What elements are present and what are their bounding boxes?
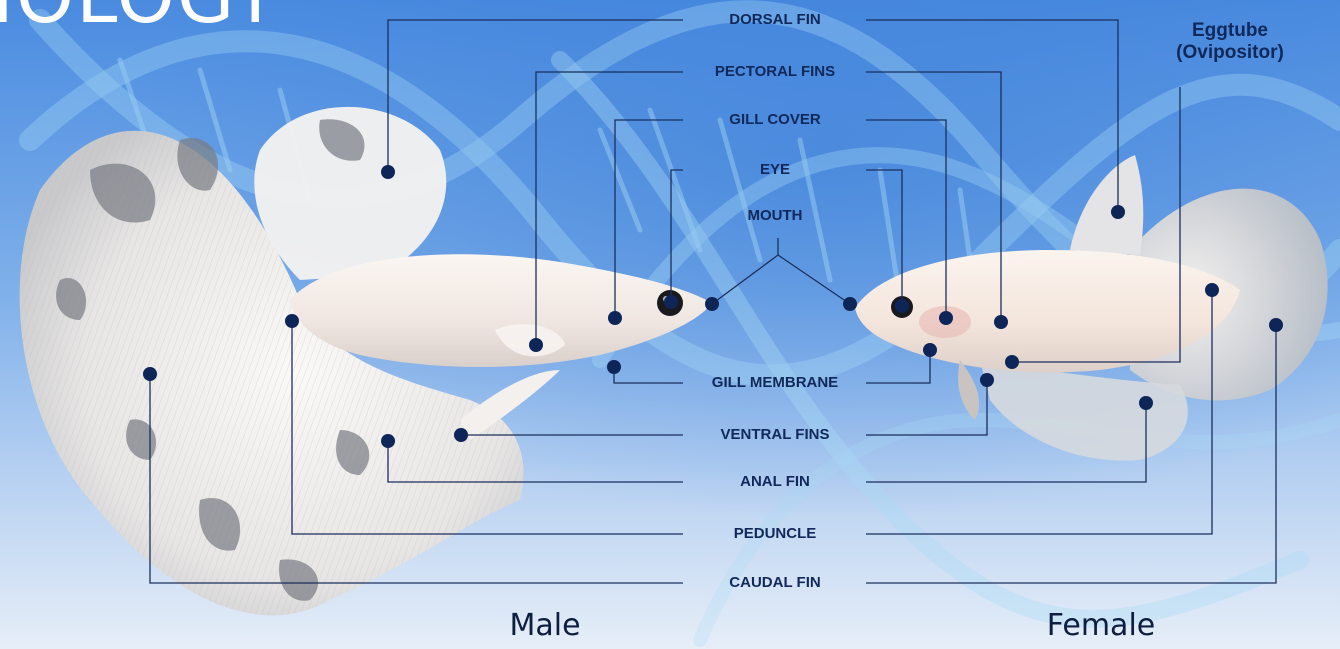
label-peduncle: PEDUNCLE [734, 525, 817, 542]
label-pectoral-fins: PECTORAL FINS [715, 63, 835, 80]
label-gill-cover: GILL COVER [729, 111, 820, 128]
caption-male: Male [509, 608, 580, 643]
label-gill-membrane: GILL MEMBRANE [712, 374, 838, 391]
page-title: IOLOGY [0, 0, 280, 34]
label-caudal-fin: CAUDAL FIN [729, 574, 820, 591]
label-eggtube-line1: Eggtube [1110, 20, 1340, 42]
label-eggtube: Eggtube (Ovipositor) [1110, 20, 1340, 64]
label-eye: EYE [760, 161, 790, 178]
label-anal-fin: ANAL FIN [740, 473, 810, 490]
caption-female: Female [1047, 608, 1155, 643]
label-eggtube-line2: (Ovipositor) [1110, 42, 1340, 64]
label-dorsal-fin: DORSAL FIN [729, 11, 820, 28]
label-mouth: MOUTH [748, 207, 803, 224]
label-ventral-fins: VENTRAL FINS [721, 426, 830, 443]
